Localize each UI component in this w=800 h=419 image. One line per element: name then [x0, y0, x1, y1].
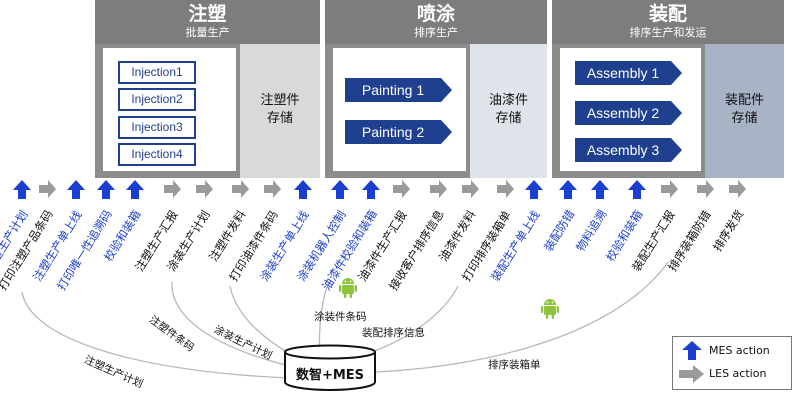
- flow-curve-sequence-packing: [374, 261, 669, 373]
- mes-action-arrow-icon: [97, 180, 115, 199]
- assembly-step-3: Assembly 3: [586, 142, 660, 158]
- phase-title: 注塑: [188, 3, 227, 25]
- les-action-arrow-icon: [264, 180, 281, 198]
- les-action-arrow-icon: [393, 180, 410, 198]
- android-icon: [541, 299, 559, 319]
- phase-header-assembly: 装配 排序生产和发运: [552, 0, 784, 44]
- storage-label: 油漆件 存储: [488, 93, 528, 126]
- painting-2-arrow: [345, 120, 452, 144]
- les-action-arrow-icon: [497, 180, 514, 198]
- les-action-arrow-icon: [430, 180, 447, 198]
- les-action-arrow-icon: [196, 180, 213, 198]
- flow-curve-assembly-sequence: [364, 285, 459, 355]
- phase-subtitle: 排序生产: [414, 26, 458, 39]
- legend: MES action LES action: [672, 336, 792, 390]
- phase-header-painting: 喷涂 排序生产: [325, 0, 547, 44]
- assembly-3-arrow: [575, 138, 682, 162]
- painting-step-2: Painting 2: [361, 124, 425, 140]
- les-action-arrow-icon: [39, 180, 56, 198]
- injection-storage: 注塑件 存储: [240, 44, 320, 178]
- assembly-2-arrow: [575, 101, 682, 125]
- painting-1-arrow: [345, 78, 452, 102]
- mes-action-arrow-icon: [362, 180, 380, 199]
- assembly-step-1: Assembly 1: [586, 65, 660, 81]
- phase-title: 喷涂: [416, 3, 455, 25]
- injection-step-4: Injection4: [118, 143, 196, 166]
- phase-subtitle: 批量生产: [185, 26, 230, 39]
- painting-storage: 油漆件 存储: [470, 44, 547, 178]
- assembly-step-2: Assembly 2: [586, 105, 660, 121]
- injection-step-1: Injection1: [118, 61, 196, 84]
- mes-action-arrow-icon: [13, 180, 31, 199]
- mes-action-arrow-icon: [559, 180, 577, 199]
- storage-label: 装配件 存储: [724, 93, 764, 126]
- assembly-storage: 装配件 存储: [705, 44, 784, 178]
- mes-action-arrow-icon: [628, 180, 646, 199]
- legend-mes-label: MES action: [709, 344, 770, 357]
- assembly-1-arrow: [575, 61, 682, 85]
- mes-action-arrow-icon: [591, 180, 609, 199]
- les-action-arrow-icon: [729, 180, 746, 198]
- phase-title: 装配: [648, 3, 687, 25]
- les-action-arrow-icon: [661, 180, 678, 198]
- phase-header-injection: 注塑 批量生产: [95, 0, 320, 44]
- database-icon: [284, 344, 376, 391]
- mes-action-arrow-icon: [67, 180, 85, 199]
- phase-subtitle: 排序生产和发运: [629, 26, 707, 39]
- les-action-arrow-icon: [164, 180, 181, 198]
- database-label: 数智+MES: [295, 368, 365, 383]
- legend-les-arrow-icon: [679, 365, 704, 383]
- mes-action-arrow-icon: [331, 180, 349, 199]
- android-icon: [339, 278, 357, 298]
- flow-curve-injection-barcode: [171, 281, 299, 369]
- flow-label-sequence-packing: 排序装箱单: [488, 359, 541, 371]
- injection-step-3: Injection3: [118, 116, 196, 139]
- flow-label-assembly-sequence: 装配排序信息: [362, 327, 425, 339]
- painting-process-box: [325, 44, 470, 178]
- legend-mes-arrow-icon: [682, 341, 702, 360]
- mes-action-arrow-icon: [126, 180, 144, 199]
- injection-step-2: Injection2: [118, 88, 196, 111]
- flow-curve-injection-plan: [21, 291, 291, 379]
- painting-process-area: [333, 48, 466, 171]
- flow-label-painting-barcode: 涂装件条码: [314, 311, 367, 323]
- storage-label: 注塑件 存储: [260, 93, 300, 126]
- les-action-arrow-icon: [462, 180, 479, 198]
- mes-action-arrow-icon: [294, 180, 312, 199]
- painting-step-1: Painting 1: [361, 82, 425, 98]
- les-action-arrow-icon: [697, 180, 714, 198]
- legend-les-label: LES action: [709, 367, 767, 380]
- les-action-arrow-icon: [232, 180, 249, 198]
- mes-action-arrow-icon: [525, 180, 543, 199]
